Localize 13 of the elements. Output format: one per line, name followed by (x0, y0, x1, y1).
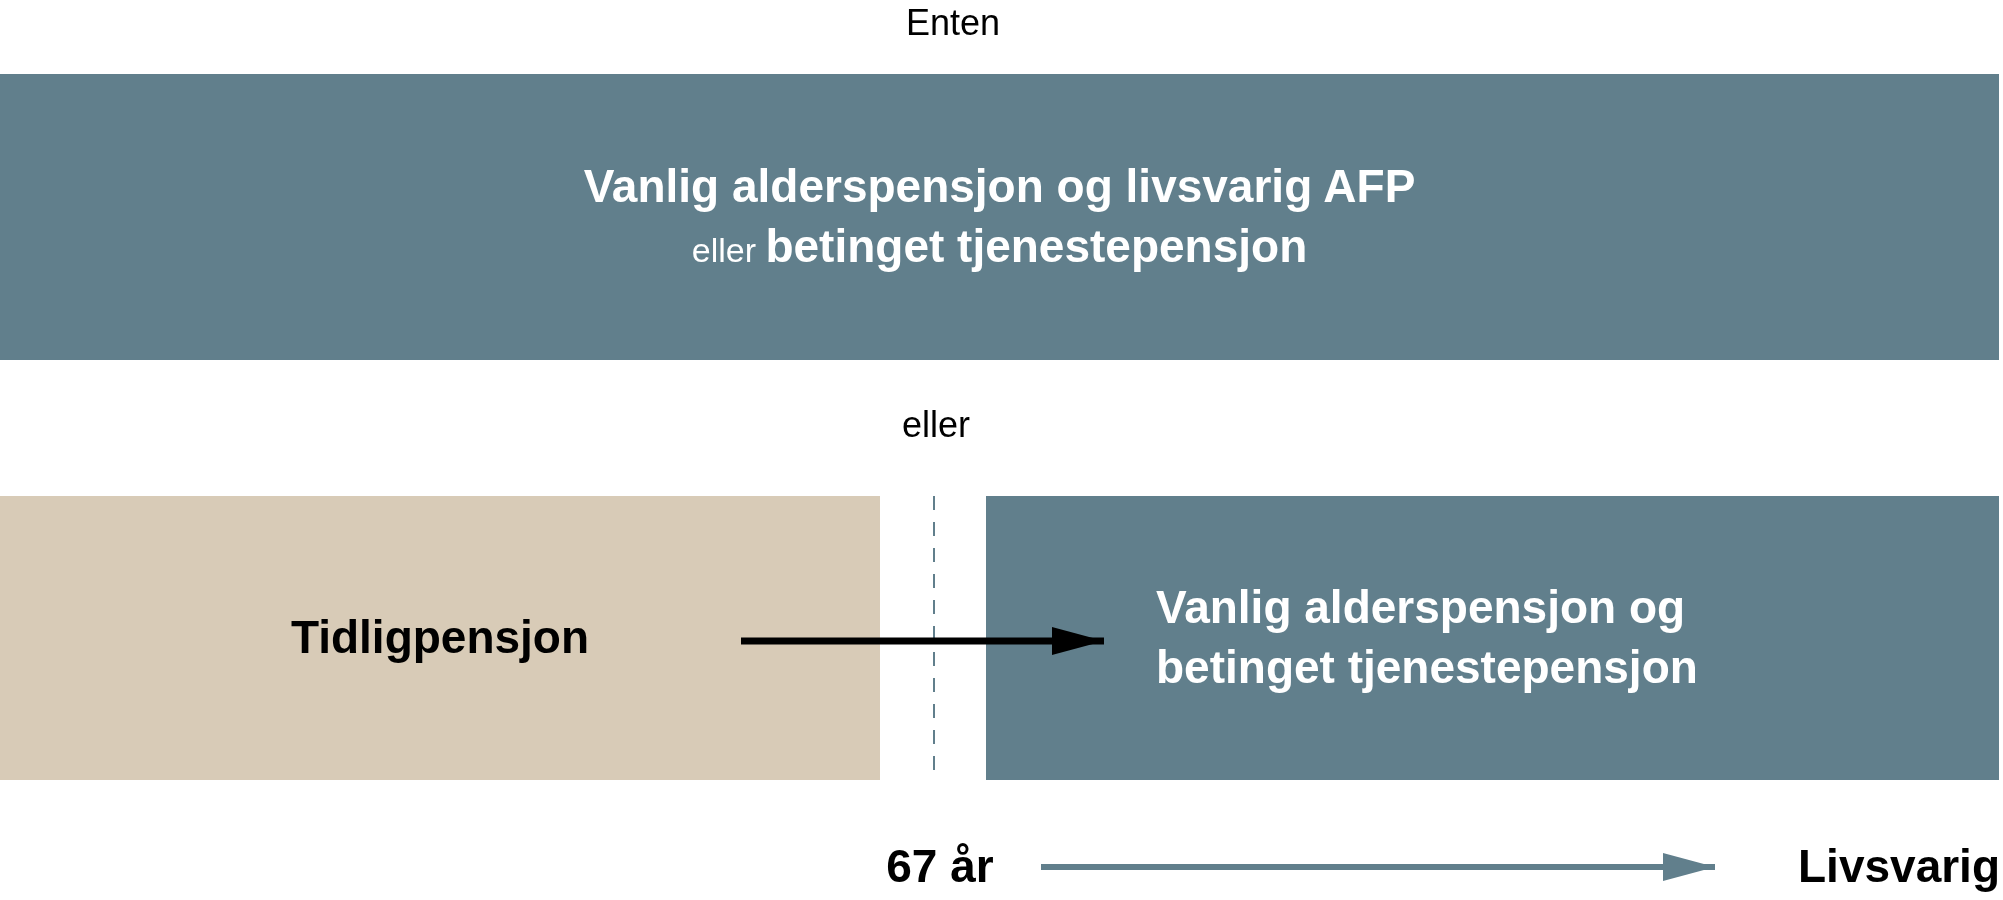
heading-text: Vanlig alderspensjon og livsvarig AFP (583, 159, 1416, 215)
pension-option-box (986, 496, 1999, 780)
box-text: Tidligpensjon (290, 610, 590, 666)
arrow (1041, 853, 1715, 881)
box-text: Vanlig alderspensjon og betinget tjenestepensjon (1156, 580, 1699, 695)
body-text: eller betinget tjenestepensjon (691, 219, 1308, 274)
arrow (741, 627, 1104, 655)
pension-option-banner (0, 74, 1999, 360)
option-label: Enten (905, 2, 1001, 44)
text-block (0, 496, 880, 780)
axis-text: 67 år (886, 839, 994, 895)
option-label: eller (902, 404, 970, 446)
axis-text: Livsvarig (1798, 839, 2000, 895)
